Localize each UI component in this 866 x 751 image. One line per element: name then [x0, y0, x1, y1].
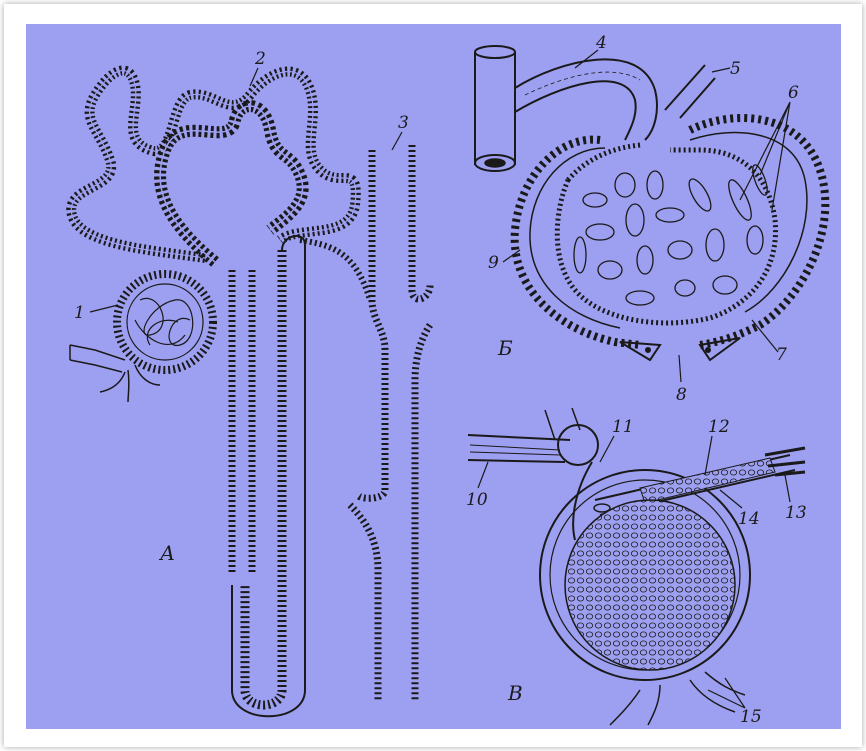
label-6: 6 [788, 83, 799, 103]
label-8: 8 [676, 385, 687, 405]
label-1: 1 [74, 303, 85, 323]
label-9: 9 [488, 253, 499, 273]
label-5: 5 [730, 59, 741, 79]
label-2: 2 [254, 49, 266, 69]
label-7: 7 [776, 345, 787, 365]
label-13: 13 [785, 503, 807, 523]
blood-supply-section [468, 408, 805, 725]
label-4: 4 [595, 33, 607, 53]
label-11: 11 [612, 417, 634, 437]
nephron-drawing [70, 71, 430, 717]
label-10: 10 [466, 490, 488, 510]
label-15: 15 [740, 707, 762, 727]
label-14: 14 [738, 509, 760, 529]
section-label-a: А [158, 541, 175, 565]
label-3: 3 [398, 113, 409, 133]
section-label-v: В [507, 681, 523, 705]
label-12: 12 [708, 417, 730, 437]
section-label-b: Б [497, 336, 513, 360]
